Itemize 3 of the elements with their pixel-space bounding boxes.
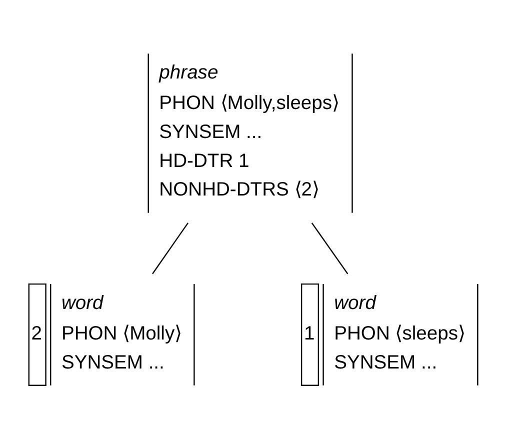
node-text: phrase PHON ⟨Molly,sleeps⟩ SYNSEM ... HD-DTR 1 NONHD-DTRS ⟨2⟩ — [158, 62, 339, 201]
connector — [310, 222, 348, 274]
connector — [152, 222, 188, 274]
